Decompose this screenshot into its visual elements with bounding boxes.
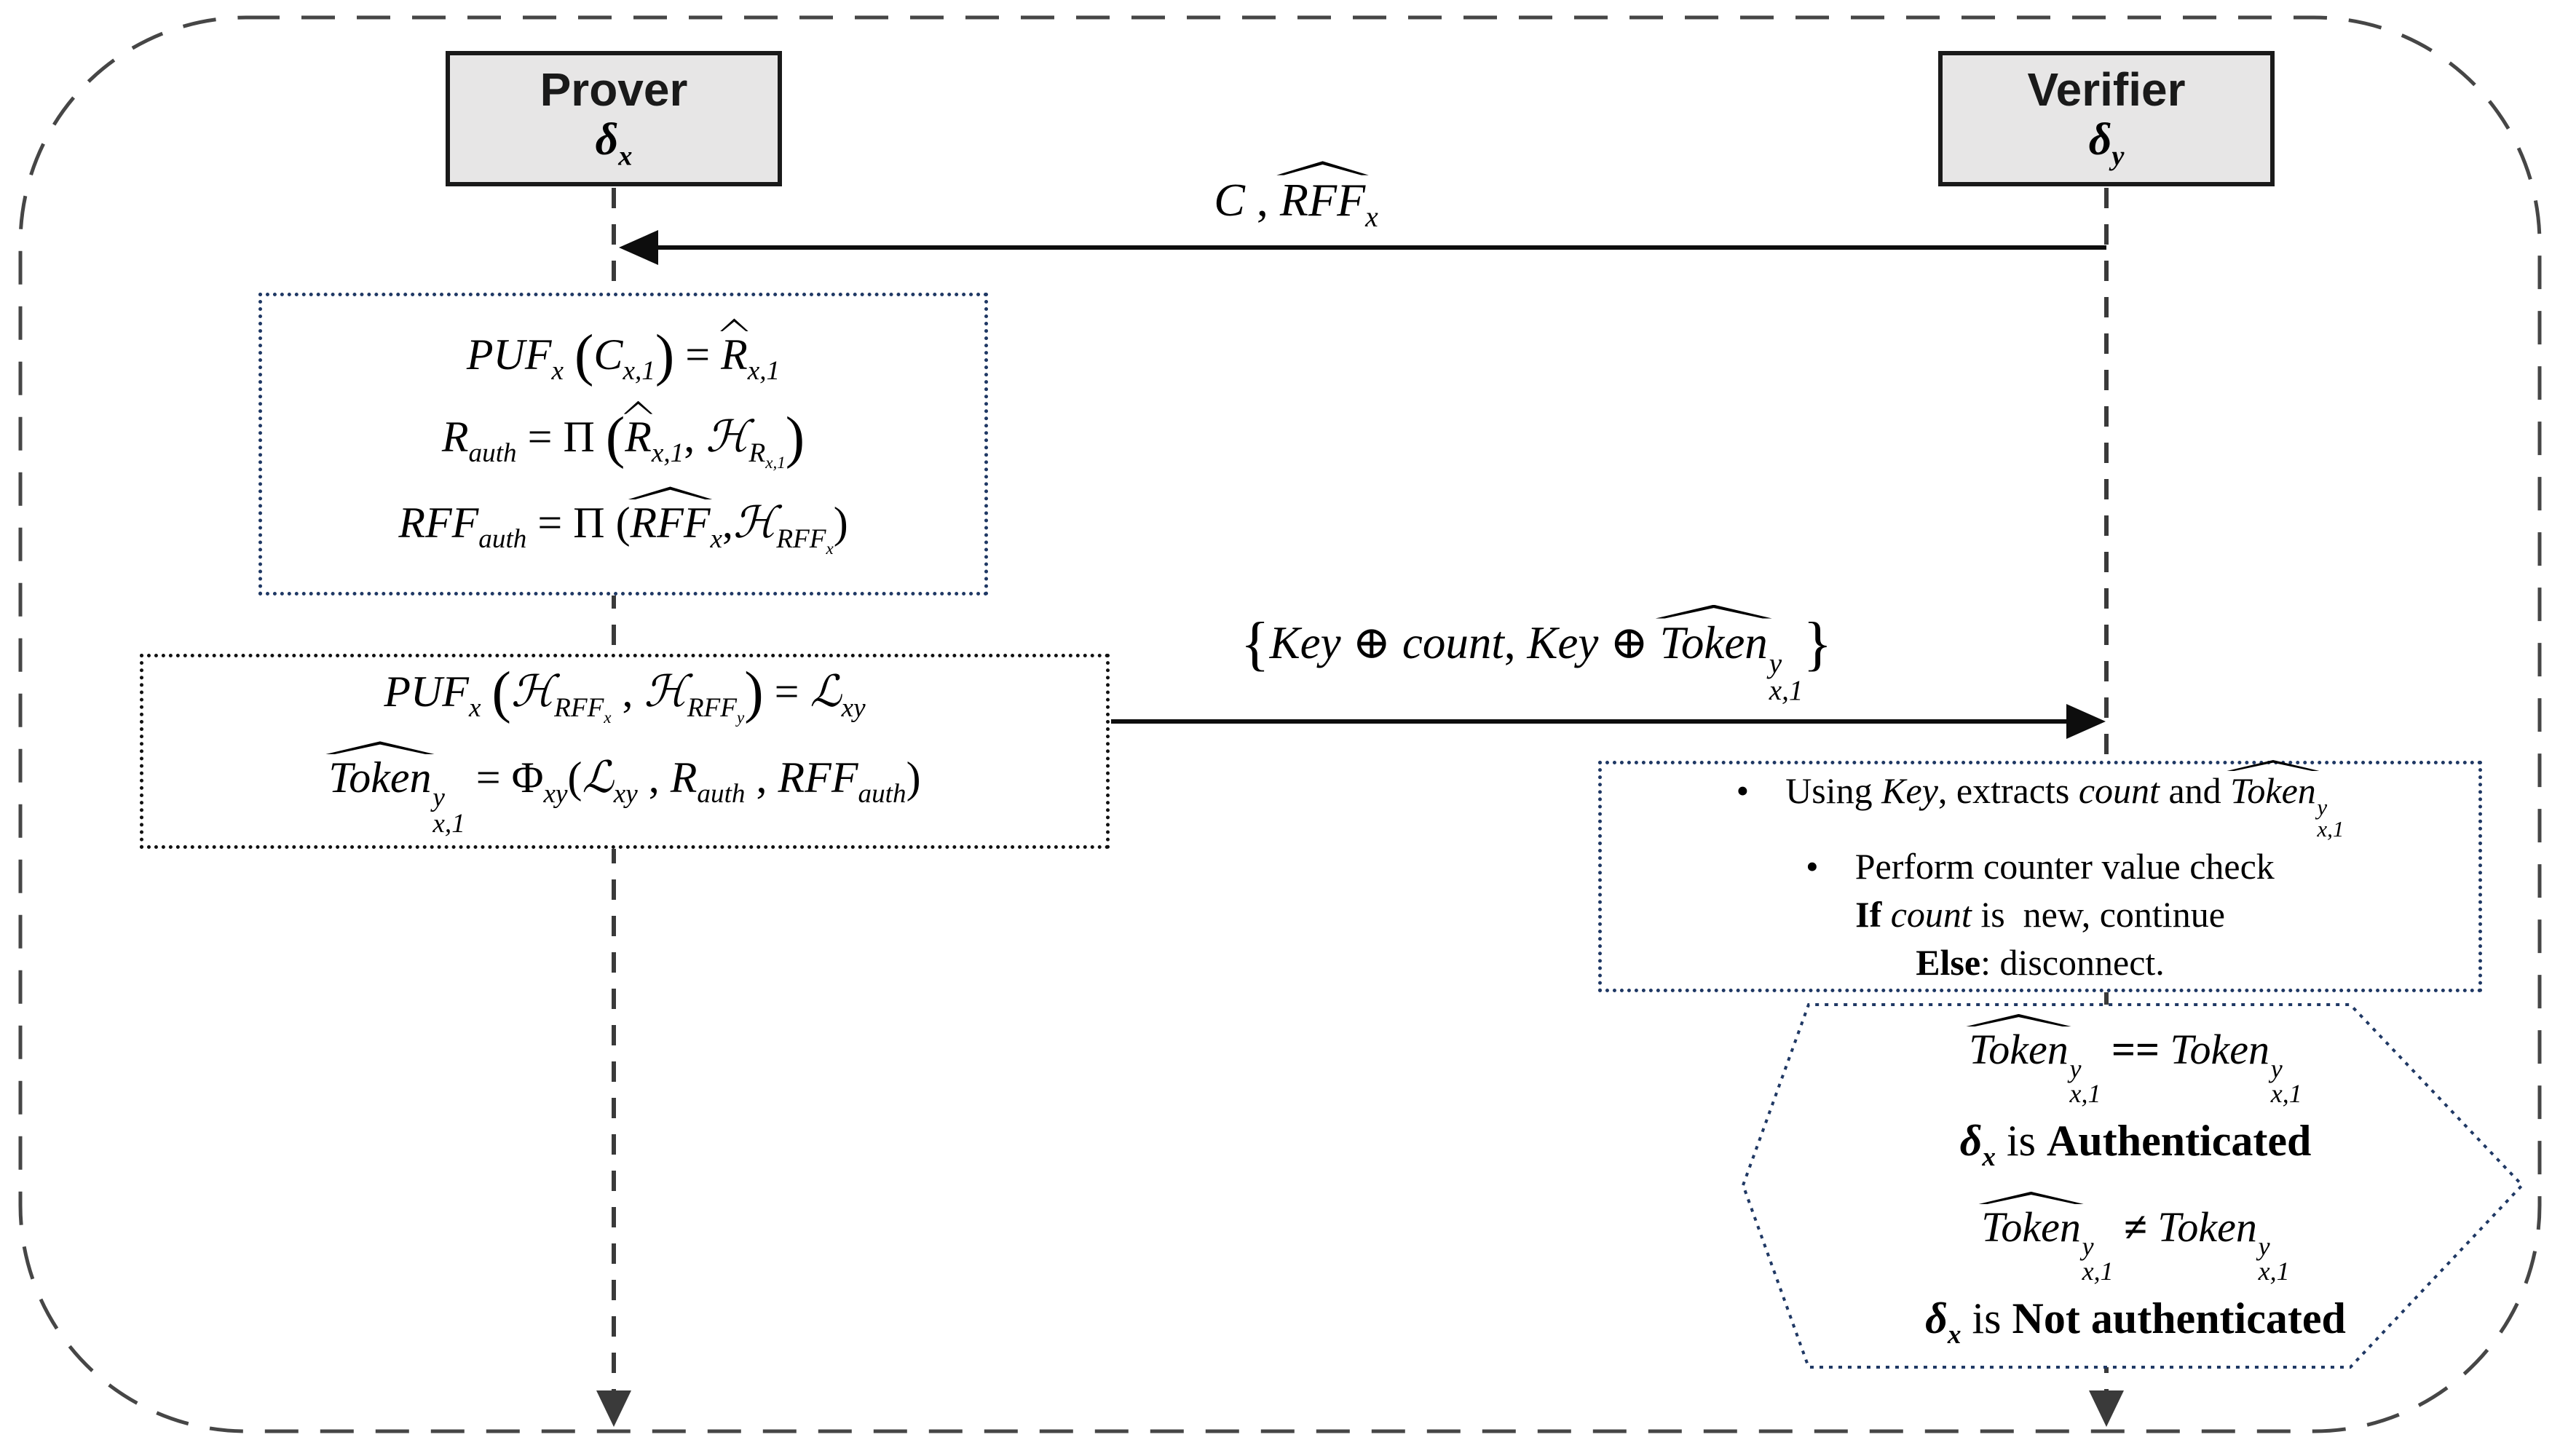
prover-title: Prover [540, 63, 688, 116]
equation-line: Rauth = Π (Rx,1, ℋRx,1) [441, 405, 805, 472]
verifier-step-line: If count is new, continue [1855, 894, 2225, 935]
equation-line: PUFx (ℋRFFx , ℋRFFy) = ℒxy [384, 660, 866, 727]
outer-dashed-border [18, 15, 2542, 1433]
msg2-arrowhead [2066, 704, 2106, 739]
not-authenticated-verdict: δx is Not authenticated [1925, 1294, 2346, 1350]
verifier-symbol: δy [2088, 114, 2125, 172]
verifier-step-line: • Perform counter value check [1806, 846, 2275, 887]
prover-symbol: δx [595, 114, 633, 172]
prover-step-box-1: PUFx (Cx,1) = Rx,1 Rauth = Π (Rx,1, ℋRx,… [258, 293, 988, 596]
prover-head-box: Prover δx [446, 51, 782, 186]
decision-hexagon [1741, 1003, 2524, 1369]
verifier-head-box: Verifier δy [1938, 51, 2275, 186]
equation-line: RFFauth = Π (RFFx,ℋRFFx) [398, 499, 848, 558]
equation-line: PUFx (Cx,1) = Rx,1 [466, 323, 781, 388]
prover-lifeline-arrowhead [596, 1390, 631, 1427]
verifier-step-line: Else: disconnect. [1916, 942, 2165, 983]
authenticated-verdict: δx is Authenticated [1959, 1116, 2312, 1173]
msg1-label: C , RFFx [1214, 174, 1378, 234]
msg1-arrowhead [619, 230, 658, 265]
verifier-lifeline-arrowhead [2089, 1390, 2124, 1427]
verifier-title: Verifier [2027, 63, 2186, 116]
